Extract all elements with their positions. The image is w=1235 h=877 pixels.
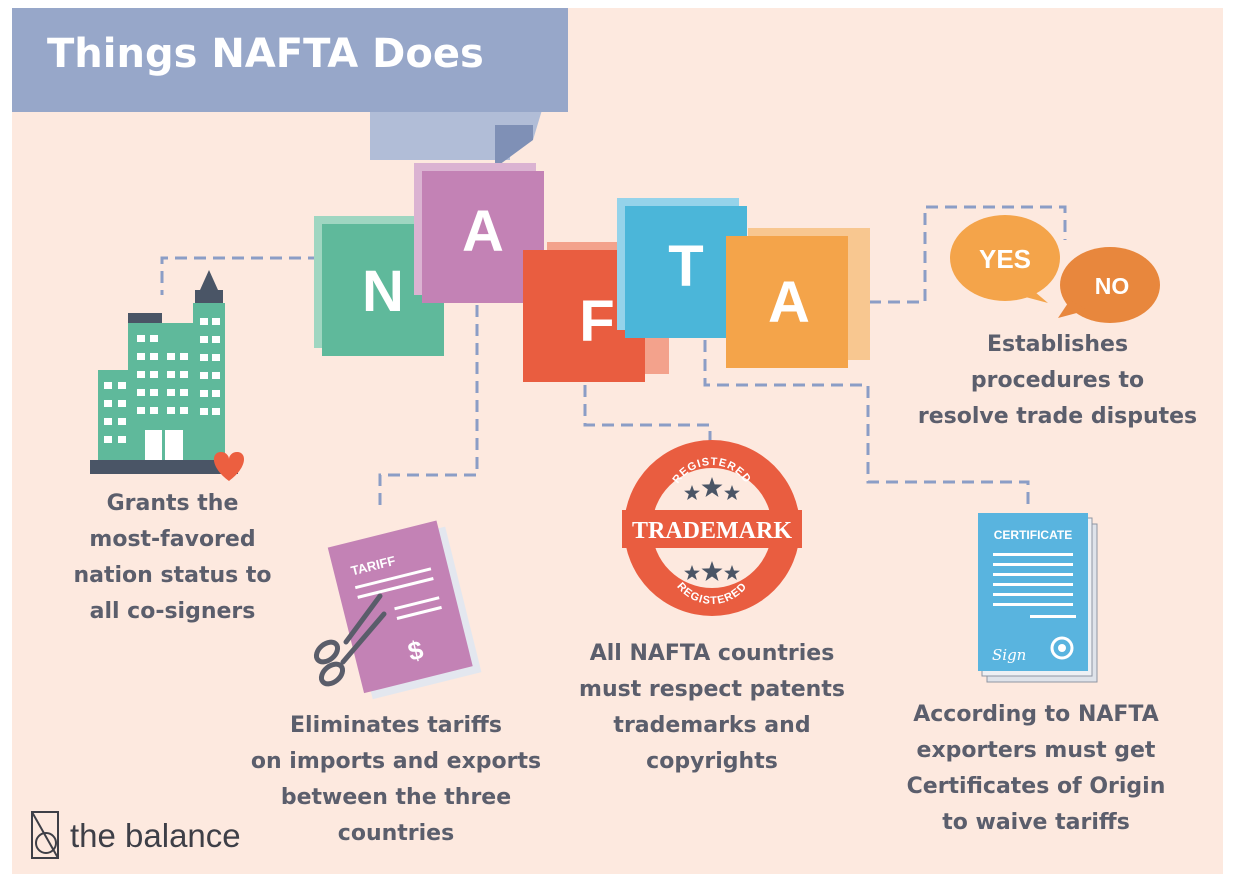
letter-a-second: A	[768, 270, 810, 335]
connector-a1	[378, 305, 479, 512]
letter-block-a-second	[726, 228, 870, 368]
connector-a2	[850, 205, 1067, 304]
certificate-sign: Sign	[992, 646, 1026, 664]
speech-bubble-yes: YES	[950, 215, 1060, 303]
title-banner	[12, 8, 568, 168]
star-icon	[724, 565, 740, 580]
page-title: Things NAFTA Does	[47, 31, 484, 77]
star-icon	[724, 485, 740, 500]
no-label: NO	[1095, 273, 1130, 299]
certificate-icon: CERTIFICATE Sign	[978, 513, 1098, 683]
brand-name: the balance	[70, 817, 241, 854]
letter-a: A	[462, 199, 504, 264]
letter-n: N	[362, 259, 404, 324]
brand-logo-icon	[31, 811, 59, 859]
letter-t: T	[668, 234, 703, 299]
connector-t	[703, 340, 1030, 505]
trademark-stamp-icon: REGISTERED REGISTERED TRADEMARK	[622, 440, 802, 616]
connector-lines	[160, 205, 1067, 512]
trademark-label: TRADEMARK	[632, 518, 792, 544]
connector-f	[583, 385, 712, 442]
building-icon	[90, 270, 238, 474]
star-icon	[684, 565, 700, 580]
scissors-icon	[313, 593, 387, 687]
letter-f: F	[579, 289, 614, 354]
star-icon	[701, 477, 723, 497]
certificate-label: CERTIFICATE	[994, 528, 1072, 542]
yes-label: YES	[979, 244, 1031, 274]
speech-bubble-no: NO	[1058, 247, 1160, 323]
star-icon	[701, 561, 723, 581]
letter-block-t	[617, 198, 747, 338]
heart-icon	[213, 452, 245, 481]
connector-n	[160, 256, 320, 295]
certificate-seal-icon	[1050, 636, 1074, 660]
star-icon	[684, 485, 700, 500]
tariff-document-icon: TARIFF $	[327, 520, 482, 700]
